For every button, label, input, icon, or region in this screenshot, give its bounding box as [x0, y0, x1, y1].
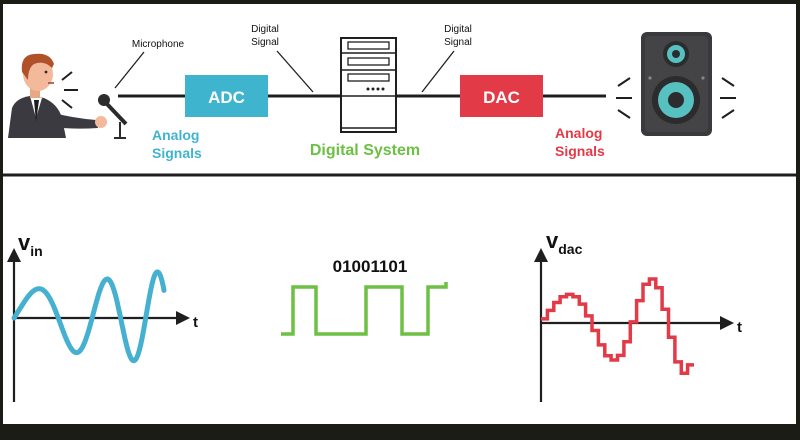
speaker-wave-left-icon: [616, 77, 632, 119]
dac-block: [460, 75, 543, 117]
vdac-x-arrow: [720, 316, 734, 330]
vin-y-arrow: [7, 248, 21, 262]
digital-graph: 01001101: [281, 257, 448, 336]
vdac-waveform: [541, 277, 694, 375]
digital-signal-right-line2: Signal: [444, 37, 472, 48]
server-tower-icon: [340, 37, 397, 133]
digital-signal-right-line1: Digital: [444, 24, 472, 35]
vdac-axis-t: t: [737, 319, 742, 336]
person-speaking-icon: [8, 53, 107, 138]
vin-graph: vin t: [7, 230, 198, 402]
vdac-y-arrow: [534, 248, 548, 262]
microphone-icon: [98, 94, 128, 139]
leader-microphone: [114, 51, 145, 89]
analog-in-label-line1: Analog: [152, 127, 199, 143]
dac-label: DAC: [483, 88, 520, 107]
analog-in-label-line2: Signals: [152, 145, 202, 161]
loudspeaker-icon: [641, 32, 712, 136]
bit-string: 01001101: [333, 257, 408, 276]
vin-symbol: vin: [18, 230, 43, 259]
leader-digital-left: [276, 50, 314, 93]
vdac-symbol: vdac: [546, 228, 583, 257]
adc-label: ADC: [208, 88, 245, 107]
vin-axis-t: t: [193, 314, 198, 331]
digital-signal-left-line1: Digital: [251, 24, 279, 35]
vin-x-arrow: [176, 311, 190, 325]
microphone-label: Microphone: [132, 39, 185, 50]
voice-wave-icon: [61, 71, 78, 109]
analog-out-label-line2: Signals: [555, 143, 605, 159]
analog-out-label-line1: Analog: [555, 125, 602, 141]
digital-signal-left-line2: Signal: [251, 37, 279, 48]
digital-waveform: [281, 282, 448, 336]
leader-digital-right: [421, 50, 455, 93]
vdac-graph: vdac t: [534, 228, 742, 402]
speaker-wave-right-icon: [720, 77, 736, 119]
digital-system-label: Digital System: [310, 142, 420, 159]
vin-waveform: [11, 269, 167, 364]
adc-block: [185, 75, 268, 117]
